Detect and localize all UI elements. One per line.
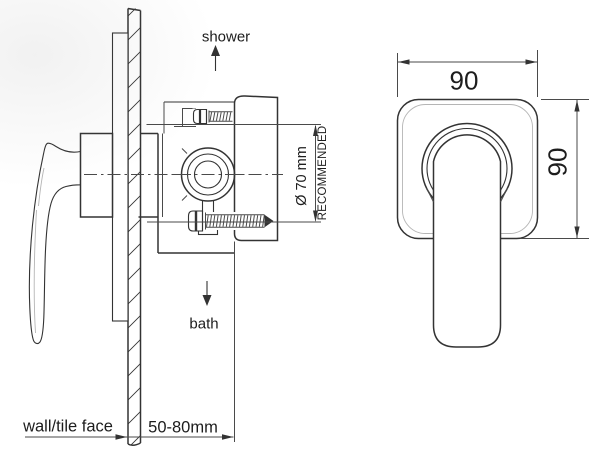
wall-recess-hatch	[233, 95, 279, 242]
bath-flow-indicator	[202, 281, 212, 306]
depth-dimension	[25, 241, 235, 442]
section-view	[25, 7, 321, 447]
wall-face-arrow	[115, 434, 127, 440]
cartridge-center-ticks	[172, 148, 244, 201]
width-dimension	[397, 50, 538, 97]
width-dimension-label: 90	[449, 65, 479, 96]
wall-section	[127, 7, 142, 447]
hole-diameter-note-label: RECOMMENDED	[316, 125, 329, 221]
trim-plate-section	[111, 32, 129, 322]
shower-label: shower	[201, 28, 251, 46]
screw-tip	[264, 214, 274, 228]
mounting-screw-top	[192, 108, 233, 125]
hole-diameter-dimension	[146, 124, 321, 223]
height-dimension	[521, 99, 589, 239]
wall-face-label: wall/tile face	[23, 417, 113, 436]
depth-dimension-label: 50-80mm	[148, 418, 218, 437]
shower-flow-indicator	[211, 45, 220, 71]
front-handle	[421, 122, 513, 348]
bath-label: bath	[189, 315, 219, 333]
handle-lever-section	[28, 132, 114, 345]
mounting-screw-bottom	[187, 210, 274, 232]
hole-diameter-label: Ø 70 mm	[294, 146, 310, 206]
handle-hub	[79, 132, 114, 218]
front-view	[396, 50, 589, 348]
height-dimension-label: 90	[542, 147, 573, 177]
